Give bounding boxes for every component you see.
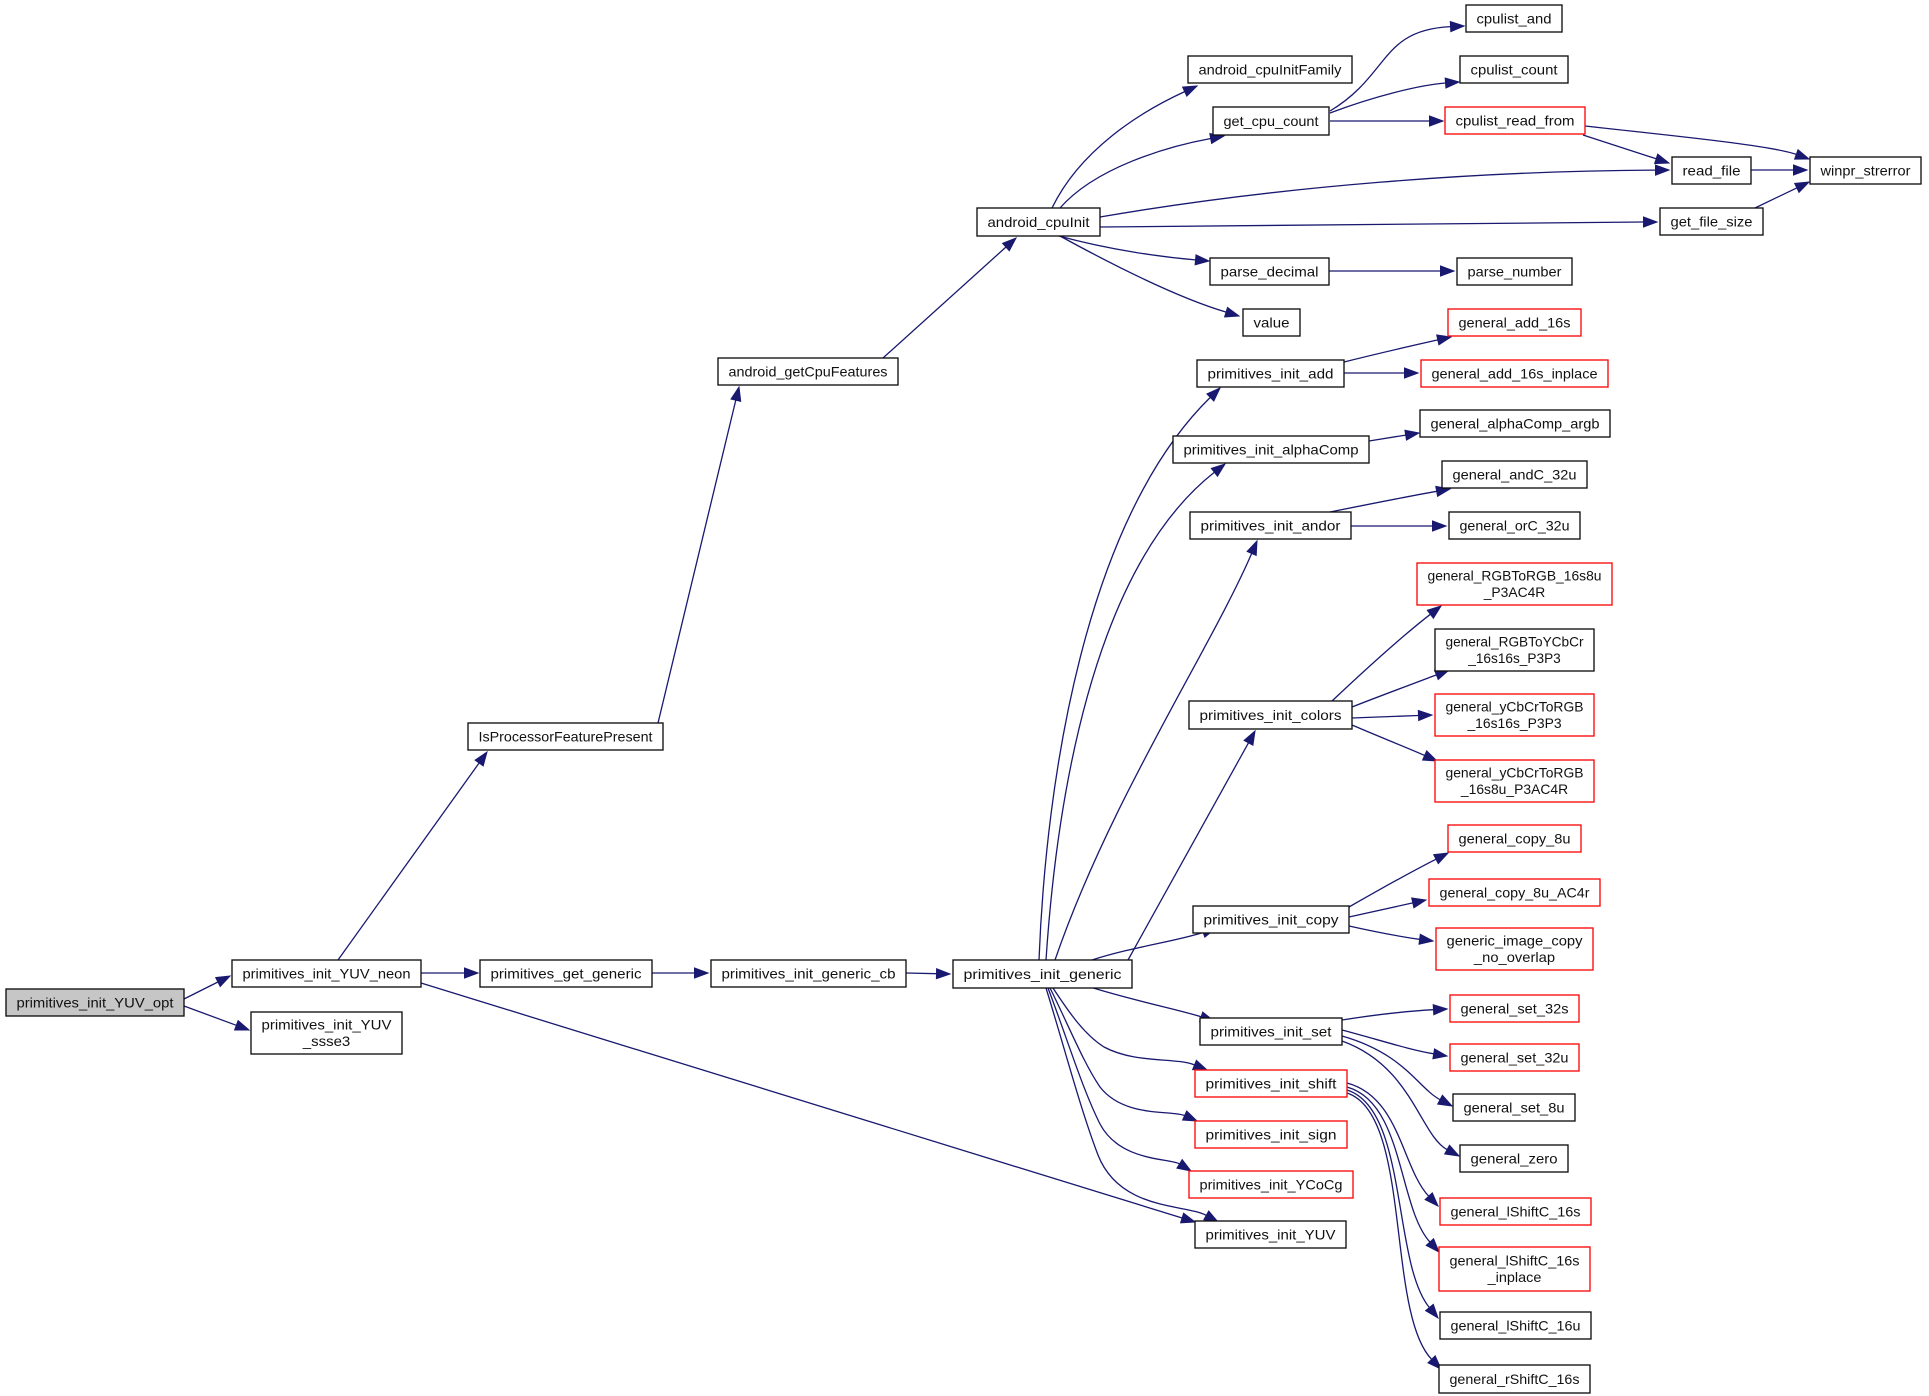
svg-text:cpulist_and: cpulist_and: [1477, 10, 1552, 26]
svg-text:generic_image_copy: generic_image_copy: [1447, 933, 1583, 949]
svg-text:general_copy_8u: general_copy_8u: [1459, 830, 1571, 846]
svg-text:cpulist_read_from: cpulist_read_from: [1456, 112, 1575, 128]
svg-text:primitives_init_copy: primitives_init_copy: [1204, 911, 1339, 927]
svg-text:android_getCpuFeatures: android_getCpuFeatures: [729, 363, 888, 379]
svg-text:winpr_strerror: winpr_strerror: [1819, 162, 1910, 178]
svg-text:primitives_init_shift: primitives_init_shift: [1206, 1075, 1337, 1091]
svg-text:primitives_init_colors: primitives_init_colors: [1200, 707, 1342, 723]
svg-text:get_cpu_count: get_cpu_count: [1224, 113, 1319, 129]
svg-text:general_rShiftC_16s: general_rShiftC_16s: [1450, 1371, 1580, 1387]
svg-text:general_add_16s: general_add_16s: [1459, 314, 1571, 330]
svg-text:_P3AC4R: _P3AC4R: [1483, 584, 1546, 600]
svg-text:general_copy_8u_AC4r: general_copy_8u_AC4r: [1440, 884, 1590, 900]
svg-text:primitives_init_set: primitives_init_set: [1211, 1023, 1332, 1039]
svg-text:_ssse3: _ssse3: [302, 1033, 351, 1049]
svg-text:primitives_init_YUV: primitives_init_YUV: [262, 1017, 393, 1033]
svg-text:general_lShiftC_16u: general_lShiftC_16u: [1451, 1317, 1581, 1333]
svg-text:android_cpuInit: android_cpuInit: [988, 214, 1090, 230]
svg-text:primitives_init_YUV_neon: primitives_init_YUV_neon: [243, 965, 411, 981]
svg-text:_no_overlap: _no_overlap: [1473, 949, 1555, 965]
svg-text:general_set_32u: general_set_32u: [1461, 1049, 1569, 1065]
svg-text:primitives_init_generic: primitives_init_generic: [964, 966, 1122, 982]
svg-text:primitives_init_alphaComp: primitives_init_alphaComp: [1184, 441, 1359, 457]
svg-text:general_yCbCrToRGB: general_yCbCrToRGB: [1446, 699, 1584, 715]
svg-text:primitives_init_YUV_opt: primitives_init_YUV_opt: [17, 994, 174, 1010]
svg-text:primitives_init_add: primitives_init_add: [1208, 365, 1334, 381]
svg-text:parse_decimal: parse_decimal: [1221, 263, 1319, 279]
svg-text:_16s16s_P3P3: _16s16s_P3P3: [1466, 715, 1561, 731]
svg-text:cpulist_count: cpulist_count: [1471, 61, 1558, 77]
svg-text:IsProcessorFeaturePresent: IsProcessorFeaturePresent: [479, 728, 653, 744]
svg-text:value: value: [1254, 314, 1290, 330]
svg-text:primitives_init_sign: primitives_init_sign: [1206, 1126, 1337, 1142]
svg-text:general_andC_32u: general_andC_32u: [1453, 466, 1577, 482]
svg-text:primitives_get_generic: primitives_get_generic: [491, 965, 642, 981]
svg-text:general_RGBToYCbCr: general_RGBToYCbCr: [1446, 634, 1584, 650]
svg-text:general_lShiftC_16s: general_lShiftC_16s: [1451, 1203, 1581, 1219]
svg-text:general_alphaComp_argb: general_alphaComp_argb: [1431, 415, 1600, 431]
svg-text:general_lShiftC_16s: general_lShiftC_16s: [1450, 1253, 1580, 1269]
svg-text:get_file_size: get_file_size: [1671, 213, 1753, 229]
svg-text:general_orC_32u: general_orC_32u: [1460, 517, 1570, 533]
svg-text:_16s16s_P3P3: _16s16s_P3P3: [1467, 650, 1561, 666]
svg-text:read_file: read_file: [1683, 162, 1741, 178]
svg-text:general_zero: general_zero: [1471, 1150, 1558, 1166]
svg-text:general_add_16s_inplace: general_add_16s_inplace: [1432, 365, 1598, 381]
svg-text:primitives_init_YUV: primitives_init_YUV: [1206, 1226, 1337, 1242]
svg-text:general_set_8u: general_set_8u: [1464, 1099, 1565, 1115]
svg-text:primitives_init_andor: primitives_init_andor: [1201, 517, 1341, 533]
svg-text:parse_number: parse_number: [1468, 263, 1562, 279]
svg-text:primitives_init_YCoCg: primitives_init_YCoCg: [1200, 1176, 1343, 1192]
svg-text:general_yCbCrToRGB: general_yCbCrToRGB: [1446, 765, 1584, 781]
svg-text:android_cpuInitFamily: android_cpuInitFamily: [1199, 61, 1342, 77]
svg-text:general_set_32s: general_set_32s: [1461, 1000, 1569, 1016]
svg-text:_inplace: _inplace: [1487, 1269, 1542, 1285]
svg-text:_16s8u_P3AC4R: _16s8u_P3AC4R: [1460, 781, 1568, 797]
svg-text:general_RGBToRGB_16s8u: general_RGBToRGB_16s8u: [1428, 568, 1602, 584]
svg-text:primitives_init_generic_cb: primitives_init_generic_cb: [722, 965, 896, 981]
